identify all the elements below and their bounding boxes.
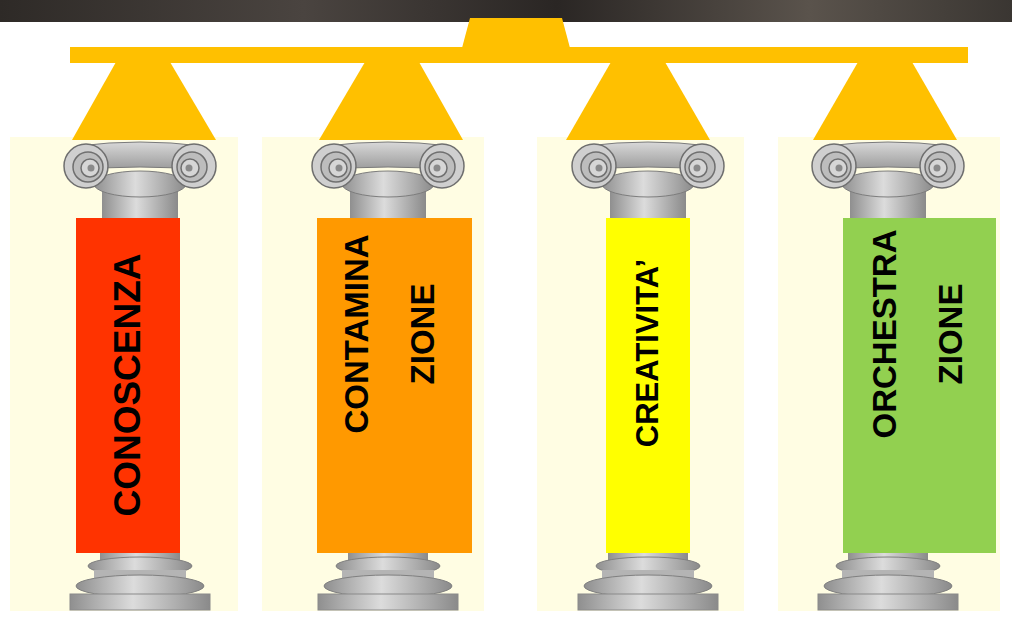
column-panel: [10, 137, 238, 611]
column-bracket: [319, 62, 463, 140]
column-panel: [262, 137, 484, 611]
roof-beam: [70, 47, 968, 63]
roof-top-block: [462, 18, 570, 48]
column-base: [318, 546, 458, 610]
pillar-box: CONTAMINA ZIONE: [317, 218, 472, 553]
column-base: [578, 546, 718, 610]
pillar-label: CONTAMINA ZIONE: [324, 217, 456, 452]
ionic-capital: [572, 142, 724, 220]
pillar-label: CREATIVITA’: [628, 203, 668, 503]
ionic-capital: [312, 142, 464, 220]
pillar-label: CONOSCENZA: [106, 220, 150, 550]
column-bracket: [566, 62, 710, 140]
ionic-capital: [64, 142, 216, 220]
pillar-label: ORCHESTRA ZIONE: [852, 217, 984, 452]
column-bracket: [813, 62, 957, 140]
column-panel: [778, 137, 1000, 611]
column-base: [818, 546, 958, 610]
column-panel: [537, 137, 744, 611]
pillar-box: CONOSCENZA: [76, 218, 180, 553]
ionic-capital: [812, 142, 964, 220]
column-base: [70, 546, 210, 610]
pillar-box: ORCHESTRA ZIONE: [843, 218, 996, 553]
column-bracket: [72, 62, 216, 140]
pillar-box: CREATIVITA’: [606, 218, 690, 553]
